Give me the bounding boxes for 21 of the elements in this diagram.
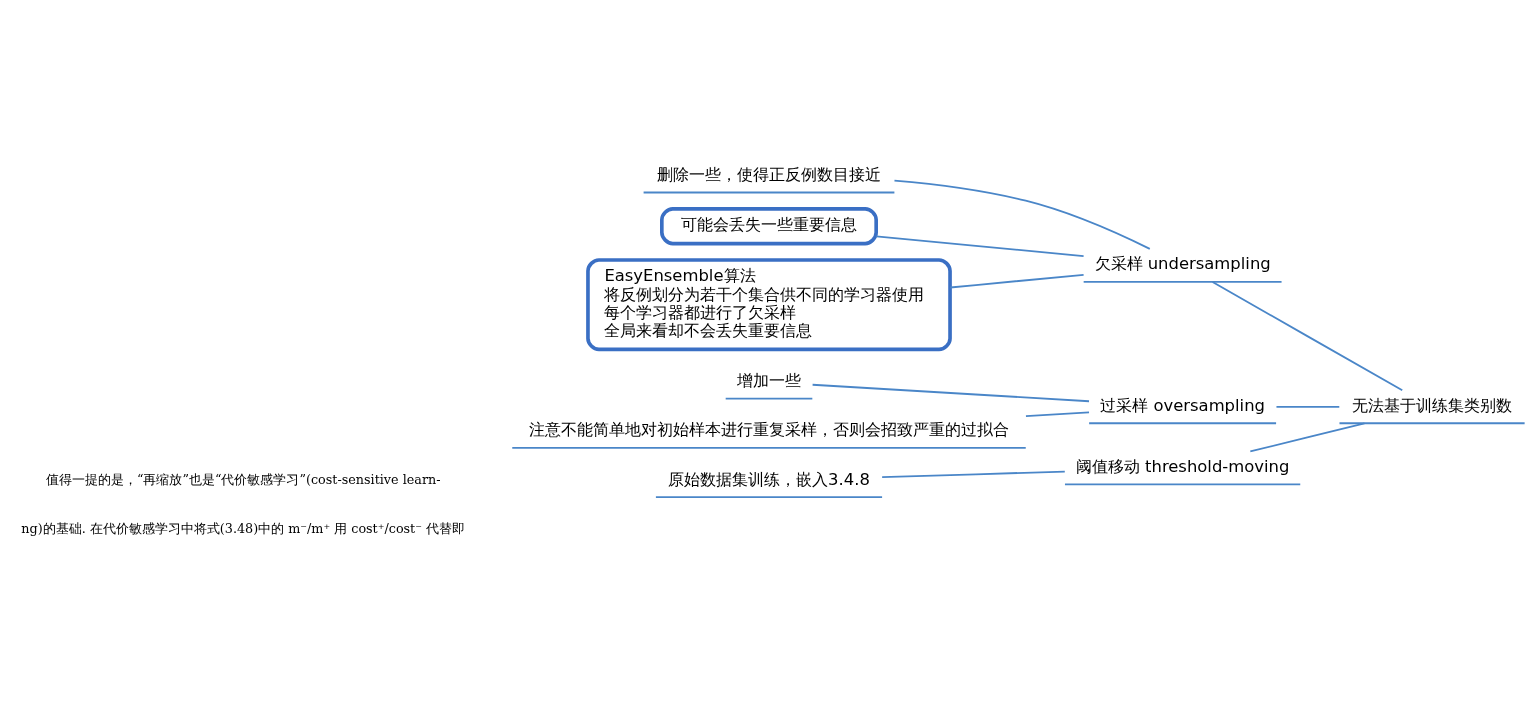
node-text: 过采样 oversampling xyxy=(1100,395,1265,415)
connector xyxy=(1275,405,1341,408)
node-text: 阈值移动 threshold-moving xyxy=(1075,456,1290,476)
node-text: 原始数据集训练，嵌入3.4.8 xyxy=(668,469,870,489)
node-text: 无法基于训练集类别数 xyxy=(1352,395,1513,415)
connector xyxy=(811,383,1090,403)
node-text: 删除一些，使得正反例数目接近 xyxy=(657,165,881,185)
connector xyxy=(893,179,1151,250)
label: 值得一提的是，“再缩放”也是“代价敏感学习”(cost-sensitive learn- xyxy=(45,472,441,488)
node-text: 欠采样 undersampling xyxy=(1094,254,1271,274)
connector xyxy=(1211,281,1404,392)
node-box: EasyEnsemble算法 将反例划分为若干个集合供不同的学习器使用 每个学习器都进行了欠采样 全局来看却不会丢失重要信息 xyxy=(586,258,952,352)
connector xyxy=(881,470,1066,479)
connector xyxy=(949,273,1085,289)
node-text: 增加一些 xyxy=(737,371,801,391)
node-text: 注意不能简单地对初始样本进行重复采样，否则会招致严重的过拟合 xyxy=(529,420,1009,440)
label: ng)的基础. 在代价敏感学习中将式(3.48)中的 m⁻/m⁺ 用 cost⁺/cost⁻ 代替即 xyxy=(21,521,466,537)
node-box: 可能会丢失一些重要信息 xyxy=(660,207,878,246)
connector xyxy=(1025,411,1090,418)
connector xyxy=(1249,422,1366,453)
connector xyxy=(875,235,1085,258)
